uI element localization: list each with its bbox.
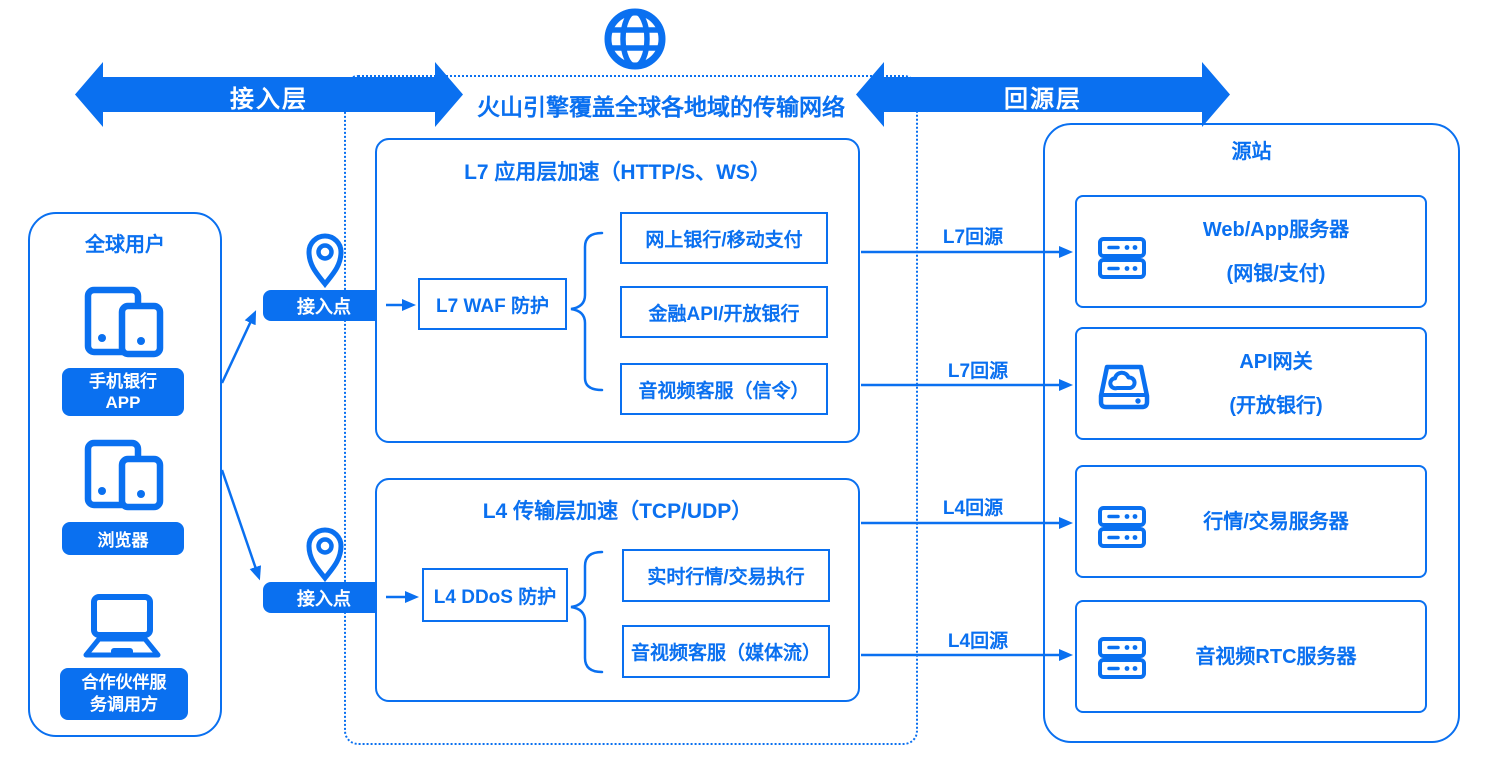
quotes-trading-server-line1: 行情/交易服务器: [1203, 510, 1349, 533]
l7-section-title: L7 应用层加速（HTTP/S、WS）: [464, 161, 771, 184]
av-rtc-server-line1: 音视频RTC服务器: [1195, 645, 1357, 668]
api-gateway-line2: (开放银行): [1229, 394, 1323, 417]
web-app-server-box: Web/App服务器 (网银/支付): [1075, 195, 1427, 308]
global-users-panel: [28, 212, 222, 737]
api-gateway-box: API网关 (开放银行): [1075, 327, 1427, 440]
transmission-network-container: [344, 75, 918, 745]
users-to-access-point-2-arrow: [220, 469, 262, 581]
l4-app-realtime-quotes-box: 实时行情/交易执行: [622, 549, 830, 602]
l4-app-av-mediastream-box: 音视频客服（媒体流）: [622, 625, 830, 678]
location-pin-icon: [306, 233, 344, 289]
partner-line1: 合作伙伴服: [81, 673, 167, 692]
network-caption: 火山引擎覆盖全球各地域的传输网络: [477, 94, 845, 120]
l4-ddos-protection-box: L4 DDoS 防护: [422, 568, 568, 622]
partner-service-caller-label: 合作伙伴服 务调用方: [60, 668, 188, 720]
origin-layer-label: 回源层: [1004, 86, 1082, 113]
l7-app-online-banking-box: 网上银行/移动支付: [620, 212, 828, 264]
access-layer-label: 接入层: [230, 86, 308, 113]
location-pin-icon: [306, 527, 344, 583]
mobile-banking-app-line1: 手机银行: [89, 372, 157, 391]
partner-line2: 务调用方: [90, 695, 158, 714]
l7-back-to-origin-label-1: L7回源: [942, 227, 1004, 248]
browser-label-text: 浏览器: [97, 531, 149, 550]
av-rtc-server-box: 音视频RTC服务器: [1075, 600, 1427, 713]
api-gateway-line1: API网关: [1239, 350, 1313, 373]
l4-back-to-origin-label-2: L4回源: [947, 631, 1009, 652]
access-point-1-label: 接入点: [297, 296, 351, 317]
web-app-server-line1: Web/App服务器: [1202, 218, 1350, 241]
l4-section-title: L4 传输层加速（TCP/UDP）: [482, 500, 753, 523]
access-point-1: 接入点: [263, 290, 385, 321]
web-app-server-line2: (网银/支付): [1226, 262, 1326, 285]
mobile-banking-app-line2: APP: [105, 393, 141, 412]
origin-site-title: 源站: [1231, 141, 1272, 163]
l7-back-to-origin-label-2: L7回源: [947, 361, 1009, 382]
globe-icon: [604, 8, 666, 70]
browser-label: 浏览器: [62, 522, 184, 555]
l7-app-av-signaling-box: 音视频客服（信令）: [620, 363, 828, 415]
global-users-title: 全球用户: [85, 234, 165, 256]
mobile-banking-app-label: 手机银行 APP: [62, 368, 184, 416]
l4-back-to-origin-label-1: L4回源: [942, 498, 1004, 519]
quotes-trading-server-box: 行情/交易服务器: [1075, 465, 1427, 578]
users-to-access-point-1-arrow: [220, 310, 257, 384]
l7-waf-protection-box: L7 WAF 防护: [418, 278, 567, 330]
access-point-2-label: 接入点: [297, 588, 351, 609]
access-point-2: 接入点: [263, 582, 385, 613]
l7-app-finance-api-box: 金融API/开放银行: [620, 286, 828, 338]
